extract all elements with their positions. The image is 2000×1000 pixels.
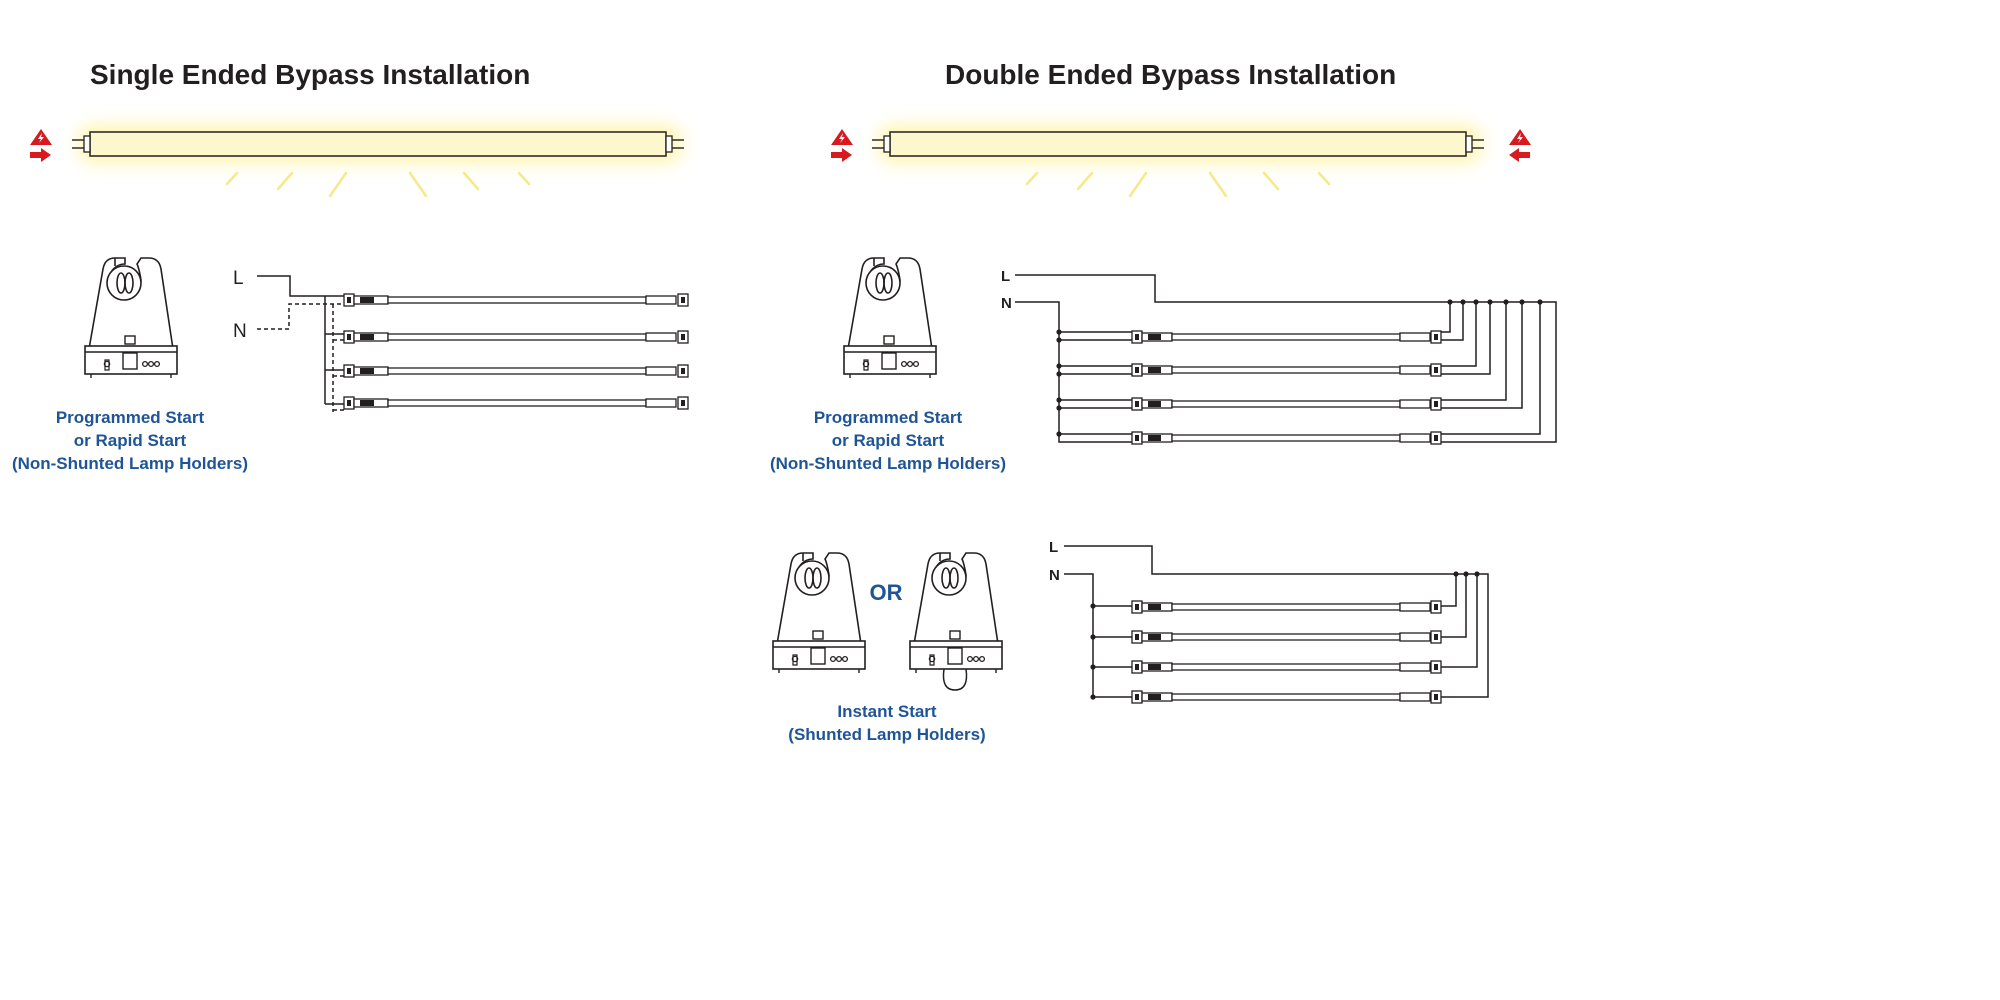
double-programmed-wiring [1015, 274, 1557, 443]
wiring-diagram: Single Ended Bypass Installation Double … [12, 59, 1557, 744]
fluorescent-tube-icon [1131, 600, 1442, 614]
lamp-holder-icon [84, 257, 178, 379]
fluorescent-tube-icon [1131, 660, 1442, 674]
single-ended-title: Single Ended Bypass Installation [90, 59, 530, 90]
svg-text:or Rapid Start: or Rapid Start [832, 431, 945, 450]
fluorescent-tube-icon [343, 364, 689, 378]
right-arrow-icon [831, 148, 852, 162]
double-glowing-tube [872, 126, 1484, 198]
fluorescent-tube-icon [1131, 397, 1442, 411]
right-arrow-icon [30, 148, 51, 162]
single-holder-caption: Programmed Start or Rapid Start (Non-Shu… [12, 408, 248, 473]
line-label: L [1001, 268, 1010, 285]
fluorescent-tube-icon [1131, 630, 1442, 644]
fluorescent-tube-icon [1131, 330, 1442, 344]
line-label: L [1049, 539, 1058, 556]
left-arrow-icon [1509, 148, 1530, 162]
line-label: L [233, 268, 244, 289]
lamp-holder-icon [909, 552, 1003, 674]
fluorescent-tube-icon [343, 293, 689, 307]
fluorescent-tube-icon [1131, 690, 1442, 704]
instant-start-caption: Instant Start (Shunted Lamp Holders) [788, 702, 985, 744]
neutral-label: N [1049, 567, 1060, 584]
svg-text:Programmed Start: Programmed Start [56, 408, 205, 427]
single-glowing-tube [72, 126, 684, 198]
fluorescent-tube-icon [1131, 363, 1442, 377]
neutral-label: N [1001, 295, 1012, 312]
warning-triangle-icon [831, 129, 853, 145]
neutral-label: N [233, 321, 247, 342]
double-holder-caption: Programmed Start or Rapid Start (Non-Shu… [770, 408, 1006, 473]
fluorescent-tube-icon [343, 330, 689, 344]
fluorescent-tube-icon [343, 396, 689, 410]
svg-text:Programmed Start: Programmed Start [814, 408, 963, 427]
warning-triangle-icon [30, 129, 52, 145]
svg-text:or Rapid Start: or Rapid Start [74, 431, 187, 450]
svg-text:(Non-Shunted Lamp Holders): (Non-Shunted Lamp Holders) [770, 454, 1006, 473]
fluorescent-tube-icon [1131, 431, 1442, 445]
lamp-holder-icon [843, 257, 937, 379]
svg-text:(Non-Shunted Lamp Holders): (Non-Shunted Lamp Holders) [12, 454, 248, 473]
single-wiring [257, 275, 345, 412]
svg-text:Instant Start: Instant Start [837, 702, 937, 721]
svg-text:(Shunted Lamp Holders): (Shunted Lamp Holders) [788, 725, 985, 744]
double-instant-wiring [1064, 545, 1489, 700]
warning-triangle-icon [1509, 129, 1531, 145]
double-ended-title: Double Ended Bypass Installation [945, 59, 1396, 90]
lamp-holder-icon [772, 552, 866, 674]
or-label: OR [870, 580, 903, 605]
shunted-lamp-holder [909, 552, 1003, 691]
